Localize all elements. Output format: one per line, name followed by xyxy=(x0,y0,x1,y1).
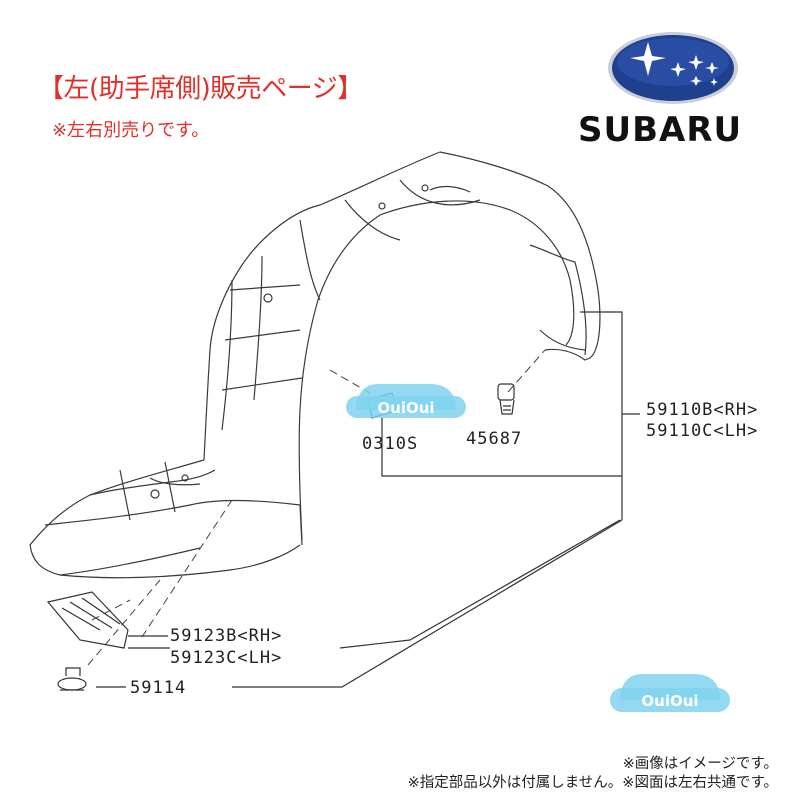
part-59123b-rh: 59123B<RH> xyxy=(170,626,283,646)
watermark-car-icon-2: OuiOui xyxy=(610,674,730,712)
part-59114: 59114 xyxy=(130,678,187,698)
bracket-59123-icon xyxy=(46,591,129,649)
subaru-logo-icon xyxy=(608,32,738,104)
part-0310s: 0310S xyxy=(362,434,419,454)
image-disclaimer: ※画像はイメージです。 xyxy=(622,756,778,772)
screw-59114-icon xyxy=(57,667,87,691)
watermark-text: OuiOui xyxy=(377,399,434,417)
part-59110b-rh: 59110B<RH> xyxy=(646,400,759,420)
sold-separately-note: ※左右別売りです。 xyxy=(52,120,210,141)
watermark-car-icon: OuiOui xyxy=(346,384,466,418)
part-45687: 45687 xyxy=(466,429,523,449)
parts-disclaimer: ※指定部品以外は付属しません。※図面は左右共通です。 xyxy=(407,775,778,791)
watermark-text-2: OuiOui xyxy=(641,692,698,710)
part-59123c-lh: 59123C<LH> xyxy=(170,648,283,668)
page-heading: 【左(助手席側)販売ページ】 xyxy=(38,74,363,104)
part-59110c-lh: 59110C<LH> xyxy=(646,421,759,441)
brand-name: SUBARU xyxy=(578,110,743,150)
clip-45687-icon xyxy=(497,383,515,415)
